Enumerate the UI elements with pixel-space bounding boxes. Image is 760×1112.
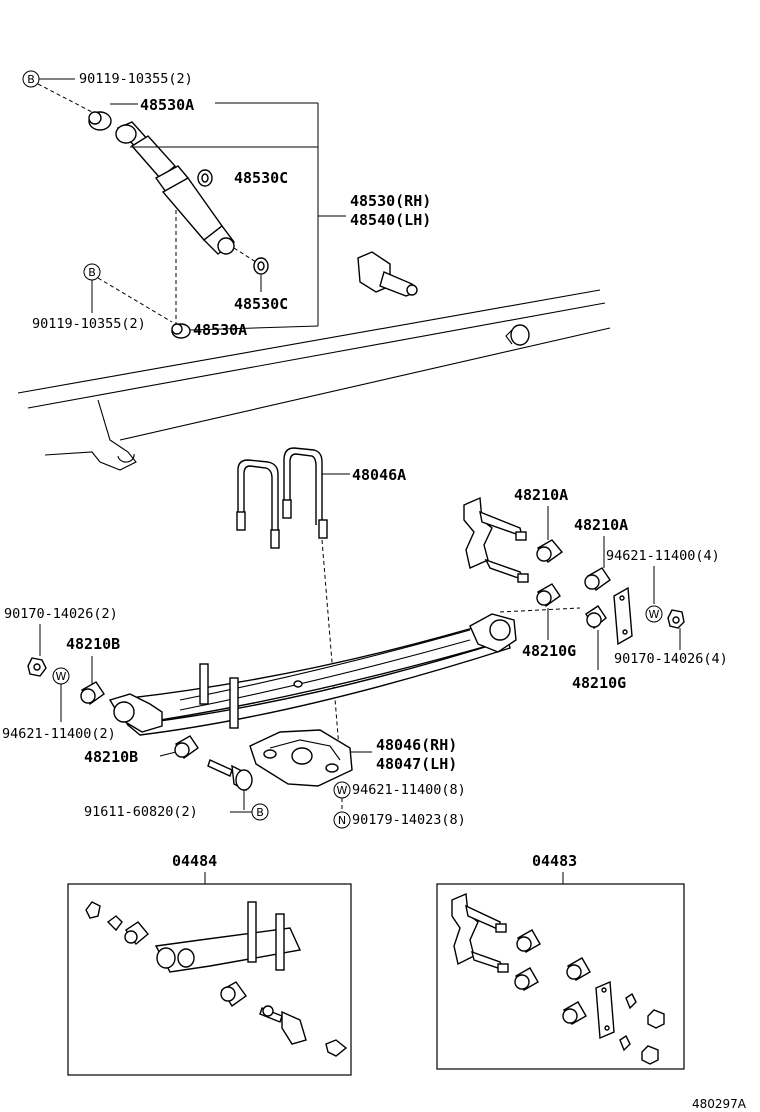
svg-text:B: B [27,73,35,86]
callout-90119-10355-top[interactable]: 90119-10355(2) [79,71,193,87]
washer-right[interactable]: W [645,605,663,623]
spring-pin[interactable] [207,759,253,792]
svg-text:B: B [256,806,264,819]
shackle-plate[interactable] [613,586,633,646]
u-bolts-48046a[interactable] [236,447,328,549]
nut-left[interactable] [27,657,47,677]
nut-right[interactable] [667,609,685,629]
callout-94621-11400-left[interactable]: 94621-11400(2) [2,726,116,742]
bushing-48530c-top[interactable] [197,169,213,187]
callout-48210g-1[interactable]: 48210G [522,642,576,660]
svg-text:N: N [338,814,346,827]
kit-04484-box[interactable] [67,883,352,1076]
callout-48530a-bottom[interactable]: 48530A [193,321,247,339]
callout-94621-11400-seat[interactable]: 94621-11400(8) [352,782,466,798]
callout-90170-14026-left[interactable]: 90170-14026(2) [4,606,118,622]
callout-48540-lh[interactable]: 48540(LH) [350,211,431,229]
bolt-marker-b-top[interactable]: B [22,70,40,88]
svg-text:W: W [649,608,660,621]
shock-absorber[interactable] [115,121,235,255]
svg-text:W: W [337,784,348,797]
kit-04483-label[interactable]: 04483 [532,852,577,870]
callout-48210b-top[interactable]: 48210B [66,635,120,653]
callout-48210g-2[interactable]: 48210G [572,674,626,692]
callout-48046a[interactable]: 48046A [352,466,406,484]
bushing-48530c-bottom[interactable] [253,257,269,275]
callout-94621-11400-right[interactable]: 94621-11400(4) [606,548,720,564]
spring-seat-48046[interactable] [249,729,353,787]
bolt-marker-b-mid[interactable]: B [83,263,101,281]
svg-text:W: W [56,670,67,683]
svg-text:B: B [88,266,96,279]
callout-48046-rh[interactable]: 48046(RH) [376,736,457,754]
shackle-assembly[interactable] [463,496,529,583]
shock-absorber-assembly: B 90119-10355(2) 48530A 48530C [22,70,431,339]
kit-04484-label[interactable]: 04484 [172,852,217,870]
callout-48530-rh[interactable]: 48530(RH) [350,192,431,210]
callout-90170-14026-right[interactable]: 90170-14026(4) [614,651,728,667]
nut-seat[interactable]: N [333,811,351,829]
shock-bracket[interactable] [357,251,418,297]
callout-48210b-bottom[interactable]: 48210B [84,748,138,766]
callout-48530c-bottom[interactable]: 48530C [234,295,288,313]
bushing-48210a-2[interactable] [584,567,611,592]
bushing-48530a-top[interactable] [88,111,112,131]
kit-04483-box[interactable] [436,883,685,1070]
bolt-marker-b-bottom[interactable]: B [251,803,269,821]
callout-48047-lh[interactable]: 48047(LH) [376,755,457,773]
callout-48210a-2[interactable]: 48210A [574,516,628,534]
bushing-48210a-1[interactable] [536,539,564,563]
callout-48210a-1[interactable]: 48210A [514,486,568,504]
bushing-48210g-2[interactable] [585,605,607,630]
bushing-48530a-bottom[interactable] [171,323,191,339]
frame-rail [17,289,611,471]
callout-90179-14023[interactable]: 90179-14023(8) [352,812,466,828]
callout-91611-60820[interactable]: 91611-60820(2) [84,804,198,820]
figure-id: 480297A [692,1097,747,1111]
washer-seat[interactable]: W [333,781,351,799]
leaf-spring[interactable] [108,613,517,736]
callout-48530a-top[interactable]: 48530A [140,96,194,114]
callout-48530c-top[interactable]: 48530C [234,169,288,187]
callout-90119-10355-bottom[interactable]: 90119-10355(2) [32,316,146,332]
bushing-48210b-bottom[interactable] [174,735,199,760]
bushing-48210g-1[interactable] [536,583,561,608]
washer-left[interactable]: W [52,667,70,685]
bushing-48210b-top[interactable] [80,681,105,706]
